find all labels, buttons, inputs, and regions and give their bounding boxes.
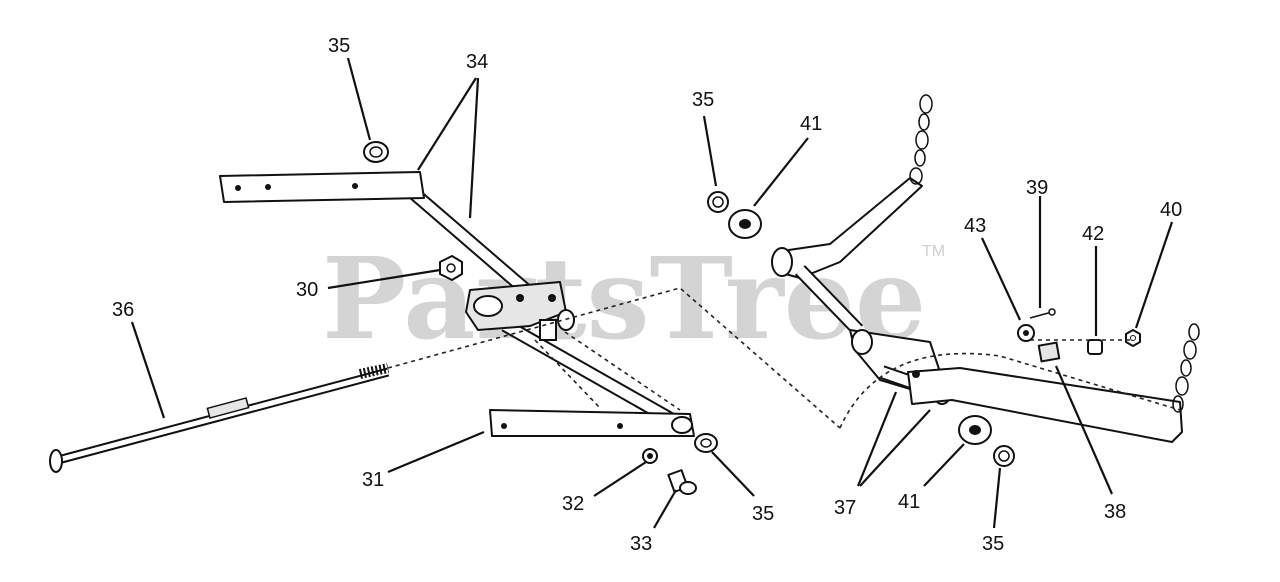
- leader-35-top-left: [346, 57, 372, 141]
- assembly-line-link-2: [564, 331, 681, 411]
- leader-36: [130, 321, 166, 419]
- chain-lower: [1172, 323, 1200, 413]
- callout-39: 39: [1026, 177, 1048, 199]
- part-37-lift-shaft: [849, 329, 1183, 443]
- callout-41-bottom: 41: [898, 491, 920, 513]
- center-bracket: [465, 281, 575, 341]
- part-43-washer: [1017, 324, 1035, 342]
- part-35-washer-top-left: [363, 141, 389, 163]
- leader-41-bottom: [923, 443, 965, 487]
- part-39-pin: [1029, 308, 1056, 319]
- leader-41-top: [753, 137, 809, 207]
- leader-37-a: [856, 391, 898, 487]
- callout-41-top: 41: [800, 113, 822, 135]
- part-35-washer-top-right: [707, 191, 729, 213]
- assembly-line-right: [839, 352, 1181, 429]
- leader-35-top-right: [702, 115, 718, 187]
- callout-42: 42: [1082, 223, 1104, 245]
- callout-36: 36: [112, 299, 134, 321]
- leader-37-b: [859, 409, 931, 487]
- leader-40: [1134, 221, 1174, 329]
- callout-35-bottom-right: 35: [982, 533, 1004, 555]
- part-31-link: [489, 409, 695, 437]
- part-36-rod: [49, 363, 390, 473]
- leader-34-b: [468, 77, 480, 219]
- leader-35-bottom-right: [992, 467, 1002, 529]
- part-42-spacer: [1087, 339, 1103, 355]
- callout-35-bottom-left: 35: [752, 503, 774, 525]
- leader-34-a: [417, 77, 477, 171]
- leader-32: [593, 461, 647, 497]
- part-38-block: [1037, 341, 1061, 363]
- leader-43: [981, 237, 1021, 321]
- part-33-bolt: [667, 469, 697, 495]
- callout-43: 43: [964, 215, 986, 237]
- callout-38: 38: [1104, 501, 1126, 523]
- upper-lift-arm: [771, 177, 923, 335]
- callout-37: 37: [834, 497, 856, 519]
- callout-35-top-left: 35: [328, 35, 350, 57]
- callout-31: 31: [362, 469, 384, 491]
- callout-32: 32: [562, 493, 584, 515]
- leader-38: [1054, 365, 1114, 495]
- leader-35-bottom-left: [711, 451, 755, 497]
- leader-30: [327, 268, 441, 290]
- callout-34: 34: [466, 51, 488, 73]
- watermark-trademark: TM: [922, 243, 945, 260]
- callout-33: 33: [630, 533, 652, 555]
- part-35-washer-bottom-left: [694, 433, 718, 453]
- chain-upper: [909, 94, 933, 185]
- part-40-nut: [1125, 329, 1141, 347]
- leader-33: [653, 489, 677, 529]
- part-35-washer-bottom-right: [993, 445, 1015, 467]
- part-32-nut: [642, 448, 658, 464]
- callout-30: 30: [296, 279, 318, 301]
- callout-35-top-right: 35: [692, 89, 714, 111]
- part-30-nut: [439, 255, 463, 281]
- part-41-washer-top: [728, 209, 762, 239]
- part-41-washer-bottom: [958, 415, 992, 445]
- leader-31: [387, 430, 485, 474]
- callout-40: 40: [1160, 199, 1182, 221]
